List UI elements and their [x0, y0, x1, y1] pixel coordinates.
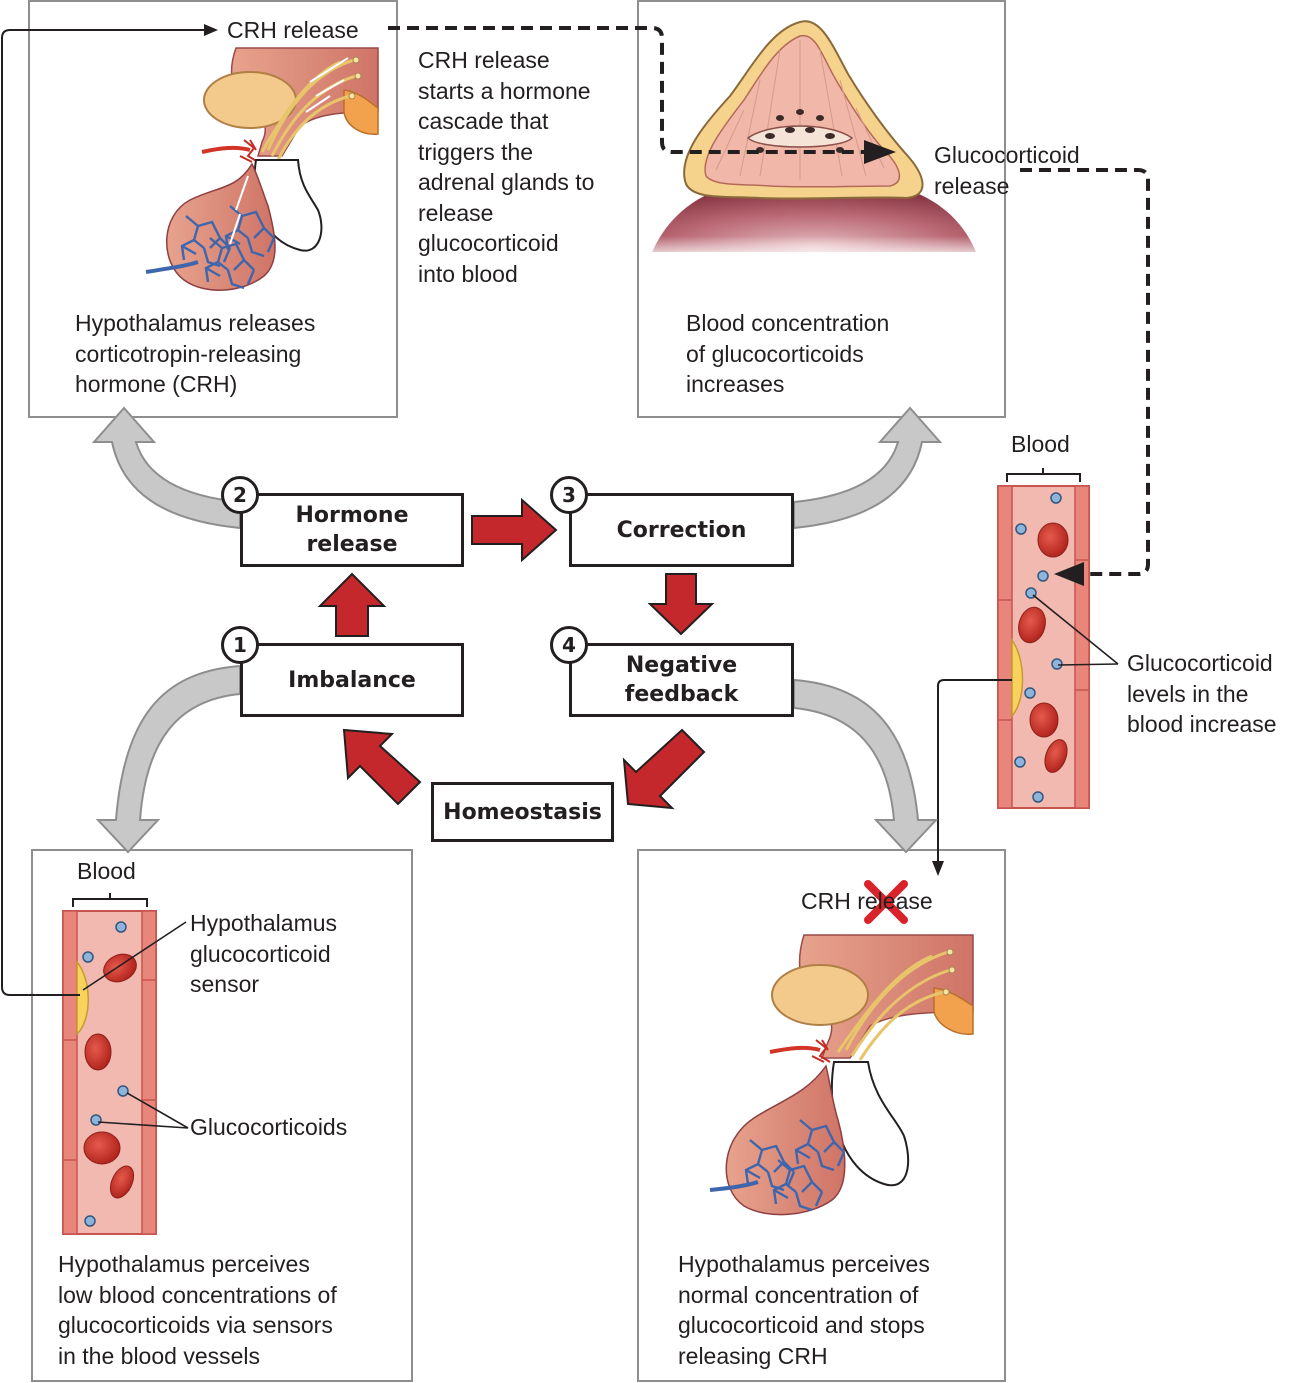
red-arrow-feedback-to-homeostasis — [622, 728, 706, 810]
bottom-left-caption: Hypothalamus perceives low blood concent… — [58, 1251, 337, 1369]
sensor-to-crh-stop-arrowhead — [932, 861, 944, 876]
sensor-to-crh-stop-line — [937, 679, 1012, 862]
glucocorticoid-to-blood-arrowhead — [1054, 562, 1084, 586]
glucocorticoids-label: Glucocorticoids — [190, 1114, 348, 1140]
glucocorticoid-to-blood-dashed-arrow — [1020, 168, 1150, 576]
hypothalamus-sensor-label: Hypothalamus glucocorticoid sensor — [190, 910, 338, 997]
adrenal-gland-illustration — [640, 20, 985, 260]
blood-vessel-right — [997, 468, 1090, 809]
step-hormone-release: Hormone release — [240, 493, 464, 567]
crh-release-stopped-label: CRH release — [801, 888, 933, 914]
grey-arrow-to-bottom-right — [793, 678, 939, 854]
step-number-badge-3: 3 — [550, 476, 588, 514]
crh-to-adrenal-dashed-arrow — [388, 26, 864, 154]
red-arrow-hormone-to-correction — [471, 497, 558, 563]
crh-release-arrowhead — [204, 24, 218, 36]
step-imbalance: Imbalance — [240, 643, 464, 717]
step-number-badge-2: 2 — [221, 476, 259, 514]
label-leader-lines — [82, 594, 1119, 1129]
stop-cross-icon — [864, 880, 908, 924]
step-correction: Correction — [569, 493, 794, 567]
left-vessel-blood-label: Blood — [77, 858, 136, 884]
top-right-caption: Blood concentration of glucocorticoids i… — [686, 310, 890, 397]
blood-vessel-left — [62, 893, 157, 1235]
cascade-note: CRH release starts a hormone cascade tha… — [418, 47, 595, 287]
hypothalamus-pituitary-illustration-bottom — [709, 934, 974, 1216]
right-vessel-blood-label: Blood — [1011, 431, 1070, 457]
glucocorticoid-levels-label: Glucocorticoid levels in the blood incre… — [1127, 650, 1277, 737]
step-homeostasis: Homeostasis — [431, 782, 614, 842]
step-number-badge-1: 1 — [221, 626, 259, 664]
grey-arrow-to-top-left — [91, 406, 241, 530]
glucocorticoid-release-label: Glucocorticoid release — [934, 142, 1080, 199]
crh-release-label: CRH release — [227, 17, 359, 43]
red-arrow-imbalance-to-hormone — [317, 572, 387, 637]
grey-arrow-to-top-right — [793, 406, 943, 530]
crh-release-pathway-line — [1, 29, 206, 996]
bottom-right-caption: Hypothalamus perceives normal concentrat… — [678, 1251, 930, 1369]
step-number-badge-4: 4 — [550, 626, 588, 664]
grey-arrow-to-bottom-left — [95, 664, 241, 854]
crh-to-adrenal-arrowhead — [864, 140, 896, 164]
top-left-caption: Hypothalamus releases corticotropin-rele… — [75, 310, 316, 397]
red-arrow-correction-to-feedback — [647, 573, 715, 636]
hypothalamus-pituitary-illustration-top — [145, 47, 379, 291]
red-arrow-homeostasis-to-imbalance — [342, 728, 422, 806]
step-negative-feedback: Negative feedback — [569, 643, 794, 717]
